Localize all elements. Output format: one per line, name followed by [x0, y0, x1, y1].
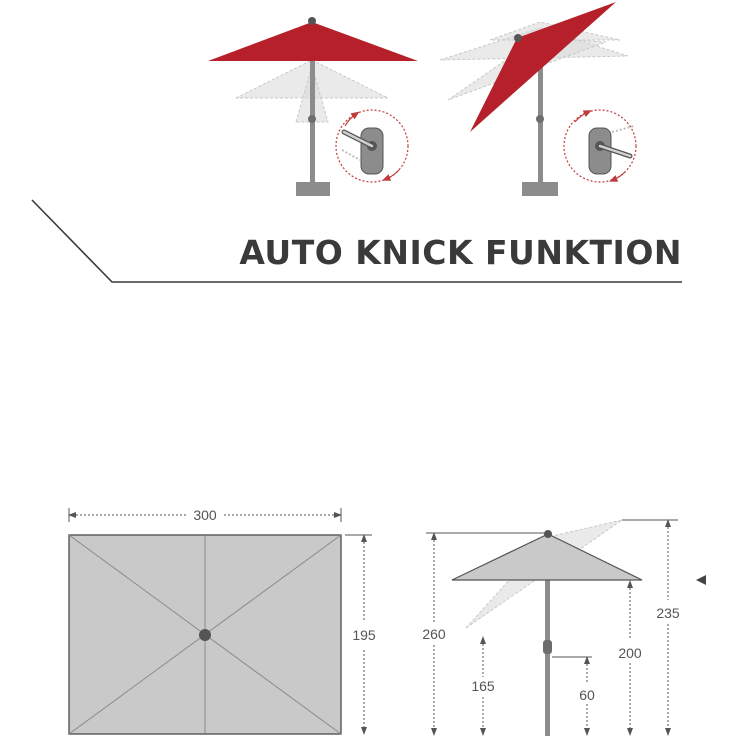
- crank-height-label: 60: [579, 687, 595, 703]
- canopy-finial: [308, 17, 316, 25]
- rotate-arrows-icon: [344, 111, 360, 127]
- dimension-crank-height: 60: [552, 656, 595, 736]
- rotate-arrows-icon: [574, 110, 592, 123]
- total-height-label: 260: [422, 626, 446, 642]
- dimension-min-clearance: 165: [471, 636, 495, 736]
- dimension-width: 300: [68, 507, 342, 523]
- umbrella-base: [296, 182, 330, 196]
- edge-arrow-icon: [696, 575, 706, 585]
- dimension-canopy-edge-height: 200: [618, 580, 642, 736]
- pole: [310, 24, 315, 184]
- tilt-joint: [536, 115, 544, 123]
- canopy-red-tilted: [470, 2, 616, 132]
- pole: [545, 535, 550, 736]
- canopy-center-hub: [199, 629, 211, 641]
- min-clearance-label: 165: [471, 678, 495, 694]
- canopy-top-view: [68, 534, 342, 735]
- canopy-red: [208, 22, 418, 61]
- page-title: AUTO KNICK FUNKTION: [239, 233, 682, 272]
- tilt-height-label: 235: [656, 605, 680, 621]
- canopy-finial: [544, 530, 552, 538]
- crank-tilt-mechanism-icon: [335, 109, 409, 183]
- crank-housing: [543, 640, 552, 654]
- canopy-finial: [514, 34, 522, 42]
- dimension-total-height: 260: [422, 532, 545, 736]
- tilt-joint: [308, 115, 316, 123]
- depth-label: 195: [352, 627, 376, 643]
- dimension-depth: 195: [345, 534, 376, 735]
- umbrella-side-view: [451, 519, 643, 736]
- canopy-edge-height-label: 200: [618, 645, 642, 661]
- crank-tilt-mechanism-icon: [563, 109, 637, 183]
- title-underline: [31, 199, 682, 283]
- dimension-tilt-height: 235: [622, 519, 680, 736]
- canopy-grey: [451, 533, 643, 581]
- umbrella-tilted-illustration: [439, 2, 629, 196]
- umbrella-upright-illustration: [208, 17, 418, 196]
- pole: [538, 40, 543, 184]
- width-label: 300: [193, 507, 217, 523]
- umbrella-base: [522, 182, 558, 196]
